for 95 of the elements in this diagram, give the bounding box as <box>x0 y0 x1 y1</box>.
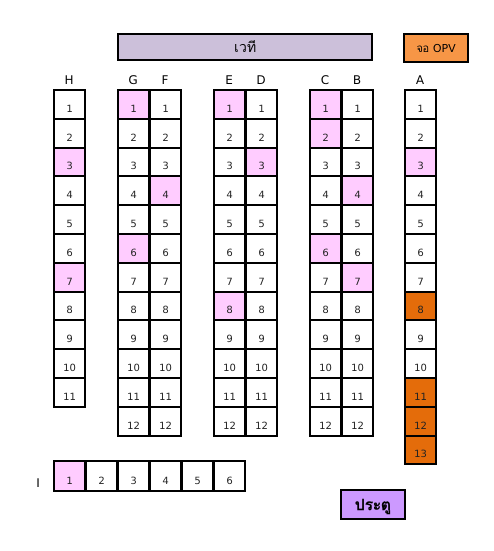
seat-cell: 1 <box>53 460 86 492</box>
seat-cell: 11 <box>245 377 278 408</box>
seat-cell: 12 <box>245 406 278 437</box>
seat-cell: 2 <box>309 118 342 149</box>
seat-cell: 5 <box>213 204 246 235</box>
seat-cell: 10 <box>341 348 374 379</box>
seat-cell: 1 <box>404 89 437 120</box>
seat-cell: 7 <box>341 262 374 293</box>
column-letter: A <box>414 73 426 87</box>
seat-cell: 4 <box>117 175 150 206</box>
column-letter: H <box>63 73 75 87</box>
seat-cell: 1 <box>53 89 86 120</box>
seat-cell: 10 <box>309 348 342 379</box>
seat-cell: 11 <box>213 377 246 408</box>
seat-cell: 12 <box>213 406 246 437</box>
seat-cell: 9 <box>309 319 342 350</box>
seat-cell: 11 <box>309 377 342 408</box>
seat-cell: 6 <box>309 233 342 264</box>
seat-cell: 11 <box>117 377 150 408</box>
seat-cell: 1 <box>213 89 246 120</box>
seat-cell: 13 <box>404 434 437 466</box>
seat-cell: 3 <box>117 460 150 492</box>
seat-cell: 7 <box>149 262 182 293</box>
seat-cell: 7 <box>53 262 86 293</box>
seat-cell: 5 <box>309 204 342 235</box>
seat-cell: 3 <box>245 146 278 178</box>
seat-cell: 9 <box>149 319 182 350</box>
seat-cell: 7 <box>213 262 246 293</box>
column-letter: D <box>255 73 267 87</box>
seat-cell: 2 <box>149 118 182 149</box>
seat-cell: 3 <box>53 146 86 178</box>
seat-cell: 10 <box>53 348 86 379</box>
stage-box: เวที <box>117 33 373 61</box>
column-letter: G <box>127 73 139 87</box>
column-letter: E <box>224 73 234 87</box>
seat-cell: 4 <box>213 175 246 206</box>
seat-cell: 7 <box>245 262 278 293</box>
seat-cell: 6 <box>213 233 246 264</box>
seat-cell: 9 <box>53 319 86 350</box>
seat-cell: 1 <box>341 89 374 120</box>
seat-cell: 6 <box>117 233 150 264</box>
seat-cell: 5 <box>404 204 437 235</box>
seat-cell: 6 <box>53 233 86 264</box>
seat-cell: 12 <box>149 406 182 437</box>
seat-cell: 3 <box>149 146 182 178</box>
seat-cell: 6 <box>341 233 374 264</box>
screen-box: จอ OPV <box>403 33 469 63</box>
seat-cell: 12 <box>309 406 342 437</box>
seat-cell: 2 <box>53 118 86 149</box>
seat-cell: 8 <box>404 290 437 322</box>
seat-cell: 10 <box>404 348 437 379</box>
seat-cell: 5 <box>53 204 86 235</box>
seat-cell: 11 <box>149 377 182 408</box>
seat-cell: 10 <box>245 348 278 379</box>
seat-cell: 10 <box>213 348 246 379</box>
seat-cell: 5 <box>117 204 150 235</box>
seat-cell: 5 <box>245 204 278 235</box>
seat-cell: 8 <box>213 290 246 322</box>
seat-cell: 4 <box>309 175 342 206</box>
seat-cell: 1 <box>245 89 278 120</box>
column-letter: B <box>352 73 362 87</box>
seat-cell: 4 <box>149 460 182 492</box>
seat-cell: 2 <box>85 460 118 492</box>
column-letter: I <box>35 476 41 490</box>
column-letter: F <box>160 73 170 87</box>
seat-cell: 8 <box>149 290 182 322</box>
column-letter: C <box>320 73 330 87</box>
seat-cell: 12 <box>404 406 437 437</box>
seat-cell: 6 <box>404 233 437 264</box>
seat-cell: 3 <box>341 146 374 178</box>
seat-cell: 6 <box>149 233 182 264</box>
seat-cell: 5 <box>181 460 214 492</box>
seat-cell: 10 <box>117 348 150 379</box>
seat-cell: 12 <box>341 406 374 437</box>
seat-cell: 9 <box>341 319 374 350</box>
seat-cell: 11 <box>53 377 86 408</box>
seat-cell: 1 <box>309 89 342 120</box>
seat-cell: 4 <box>149 175 182 206</box>
seat-cell: 2 <box>341 118 374 149</box>
seat-cell: 9 <box>117 319 150 350</box>
seat-cell: 4 <box>341 175 374 206</box>
seat-cell: 7 <box>404 262 437 293</box>
seat-cell: 9 <box>245 319 278 350</box>
seat-cell: 1 <box>149 89 182 120</box>
seat-cell: 3 <box>404 146 437 178</box>
seat-cell: 1 <box>117 89 150 120</box>
seat-cell: 6 <box>213 460 246 492</box>
seat-cell: 11 <box>341 377 374 408</box>
seat-cell: 10 <box>149 348 182 379</box>
door-box: ประตู <box>340 489 406 520</box>
seat-cell: 2 <box>245 118 278 149</box>
seat-cell: 11 <box>404 377 437 408</box>
seat-cell: 6 <box>245 233 278 264</box>
seat-cell: 12 <box>117 406 150 437</box>
seat-cell: 2 <box>404 118 437 149</box>
